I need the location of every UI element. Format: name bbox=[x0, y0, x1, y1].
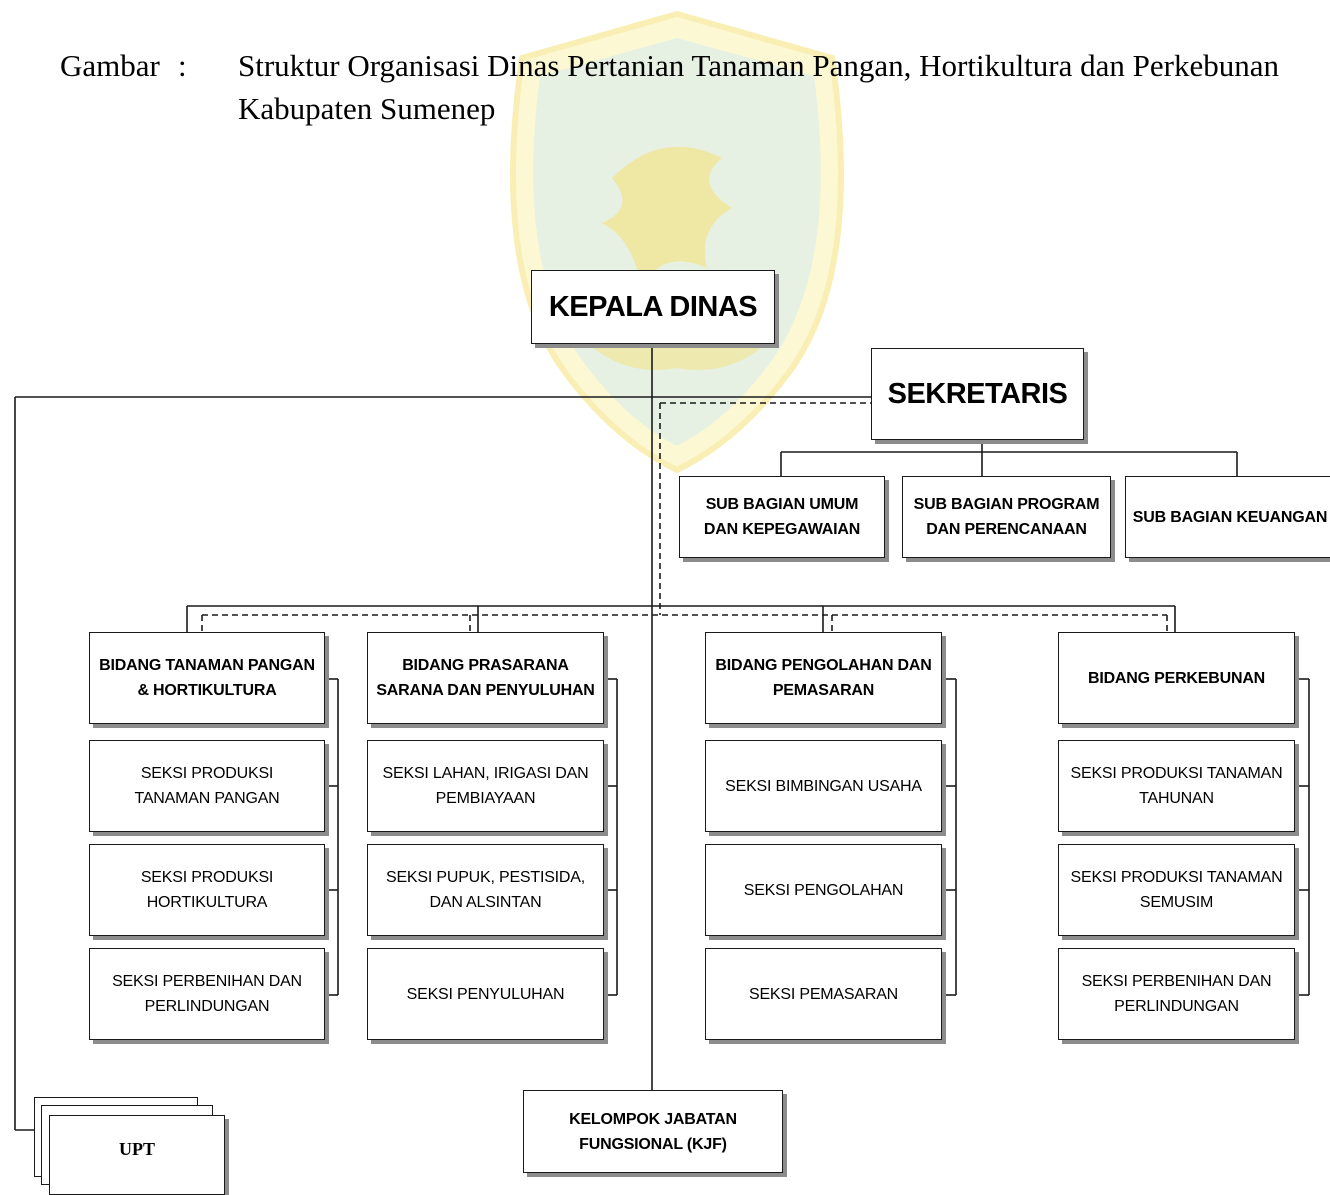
bidang-perkebunan-box: BIDANG PERKEBUNAN bbox=[1058, 632, 1295, 724]
sub-bagian-label: SUB BAGIAN PROGRAM DAN PERENCANAAN bbox=[913, 496, 1100, 538]
sub-bagian-umum-box: SUB BAGIAN UMUM DAN KEPEGAWAIAN bbox=[679, 476, 885, 558]
bidang-pengolahan-box: BIDANG PENGOLAHAN DAN PEMASARAN bbox=[705, 632, 942, 724]
seksi-label: SEKSI PRODUKSI TANAMAN TAHUNAN bbox=[1070, 765, 1283, 807]
sekretaris-box: SEKRETARIS bbox=[871, 348, 1084, 440]
seksi-box: SEKSI PERBENIHAN DAN PERLINDUNGAN bbox=[1058, 948, 1295, 1040]
crest-watermark-icon bbox=[510, 10, 844, 474]
seksi-label: SEKSI PENYULUHAN bbox=[406, 985, 565, 1003]
seksi-label: SEKSI PRODUKSI TANAMAN PANGAN bbox=[134, 765, 280, 807]
seksi-label: SEKSI BIMBINGAN USAHA bbox=[725, 777, 922, 795]
seksi-box: SEKSI PRODUKSI HORTIKULTURA bbox=[89, 844, 325, 936]
bidang-label: BIDANG TANAMAN PANGAN & HORTIKULTURA bbox=[99, 657, 315, 699]
seksi-label: SEKSI PRODUKSI HORTIKULTURA bbox=[140, 869, 274, 911]
seksi-box: SEKSI PEMASARAN bbox=[705, 948, 942, 1040]
sub-bagian-program-box: SUB BAGIAN PROGRAM DAN PERENCANAAN bbox=[902, 476, 1111, 558]
sub-bagian-label: SUB BAGIAN UMUM DAN KEPEGAWAIAN bbox=[703, 496, 861, 538]
seksi-box: SEKSI PENGOLAHAN bbox=[705, 844, 942, 936]
seksi-label: SEKSI PUPUK, PESTISIDA, DAN ALSINTAN bbox=[385, 869, 586, 911]
kepala-dinas-box: KEPALA DINAS bbox=[531, 270, 775, 344]
kjf-box: KELOMPOK JABATAN FUNGSIONAL (KJF) bbox=[523, 1090, 783, 1173]
bidang-label: BIDANG PERKEBUNAN bbox=[1087, 669, 1266, 687]
caption-title: Struktur Organisasi Dinas Pertanian Tana… bbox=[238, 48, 1279, 126]
seksi-box: SEKSI PRODUKSI TANAMAN PANGAN bbox=[89, 740, 325, 832]
kepala-dinas-label: KEPALA DINAS bbox=[548, 290, 758, 323]
bidang-prasarana-box: BIDANG PRASARANA SARANA DAN PENYULUHAN bbox=[367, 632, 604, 724]
caption-colon: : bbox=[178, 48, 187, 83]
bidang-label: BIDANG PENGOLAHAN DAN PEMASARAN bbox=[715, 657, 932, 699]
upt-box: UPT bbox=[49, 1115, 225, 1195]
seksi-label: SEKSI PRODUKSI TANAMAN SEMUSIM bbox=[1070, 869, 1283, 911]
seksi-box: SEKSI PERBENIHAN DAN PERLINDUNGAN bbox=[89, 948, 325, 1040]
sekretaris-label: SEKRETARIS bbox=[887, 377, 1068, 410]
seksi-box: SEKSI PRODUKSI TANAMAN TAHUNAN bbox=[1058, 740, 1295, 832]
kjf-label: KELOMPOK JABATAN FUNGSIONAL (KJF) bbox=[569, 1110, 737, 1153]
seksi-label: SEKSI PEMASARAN bbox=[748, 985, 899, 1003]
seksi-box: SEKSI PENYULUHAN bbox=[367, 948, 604, 1040]
seksi-box: SEKSI PRODUKSI TANAMAN SEMUSIM bbox=[1058, 844, 1295, 936]
seksi-box: SEKSI LAHAN, IRIGASI DAN PEMBIAYAAN bbox=[367, 740, 604, 832]
seksi-label: SEKSI PERBENIHAN DAN PERLINDUNGAN bbox=[112, 973, 302, 1015]
bidang-tanaman-pangan-box: BIDANG TANAMAN PANGAN & HORTIKULTURA bbox=[89, 632, 325, 724]
seksi-label: SEKSI PENGOLAHAN bbox=[743, 881, 904, 899]
seksi-box: SEKSI BIMBINGAN USAHA bbox=[705, 740, 942, 832]
sub-bagian-keuangan-box: SUB BAGIAN KEUANGAN bbox=[1125, 476, 1330, 558]
bidang-label: BIDANG PRASARANA SARANA DAN PENYULUHAN bbox=[376, 657, 595, 699]
caption-label: Gambar bbox=[60, 48, 160, 83]
sub-bagian-label: SUB BAGIAN KEUANGAN bbox=[1132, 508, 1328, 526]
seksi-label: SEKSI PERBENIHAN DAN PERLINDUNGAN bbox=[1081, 973, 1272, 1015]
upt-label: UPT bbox=[119, 1138, 155, 1159]
seksi-label: SEKSI LAHAN, IRIGASI DAN PEMBIAYAAN bbox=[382, 765, 589, 807]
seksi-box: SEKSI PUPUK, PESTISIDA, DAN ALSINTAN bbox=[367, 844, 604, 936]
